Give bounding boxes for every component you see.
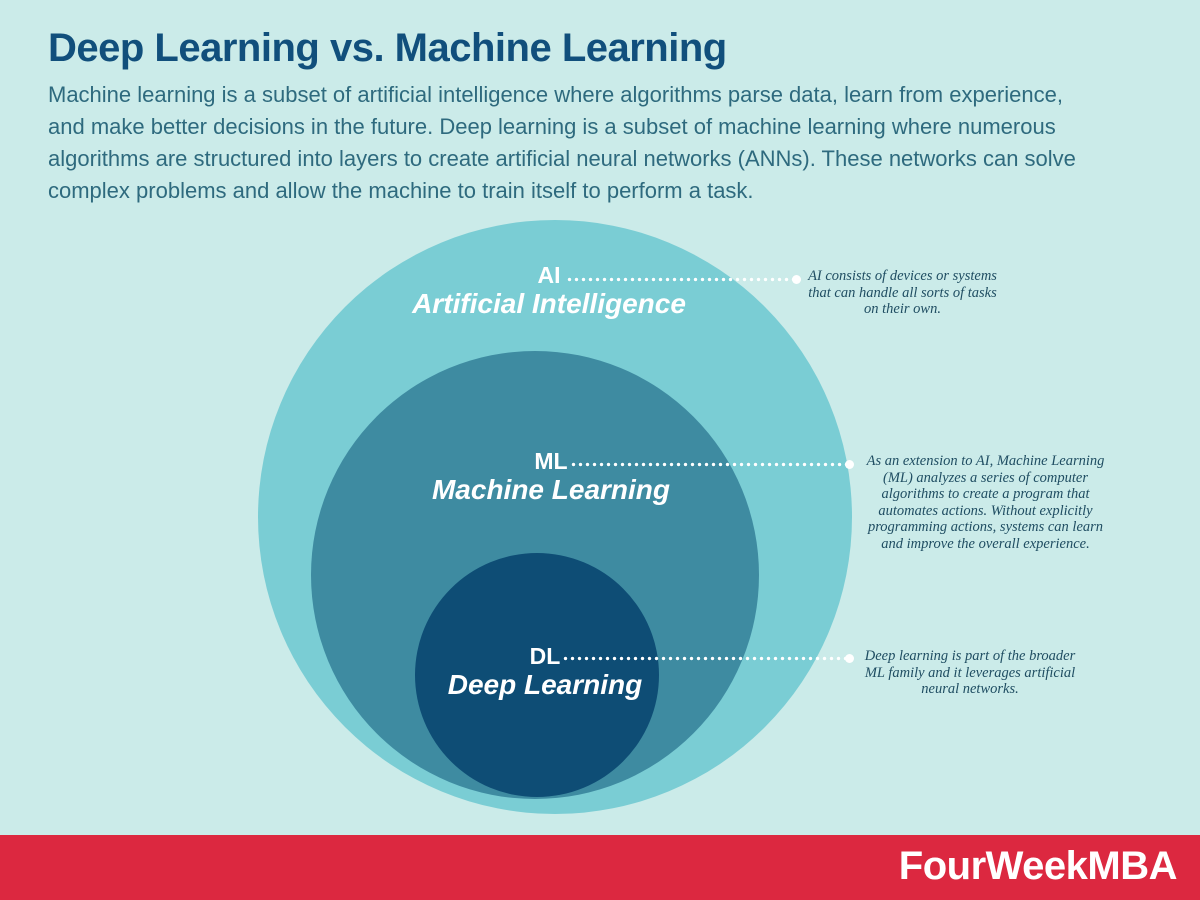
- ml-leader-dot: [845, 460, 854, 469]
- dl-circle: [415, 553, 659, 797]
- ai-label: AI Artificial Intelligence: [412, 262, 686, 320]
- ml-label: ML Machine Learning: [431, 448, 671, 506]
- ai-abbr-label: AI: [537, 262, 561, 288]
- ai-leader-line: [566, 277, 793, 282]
- page-title: Deep Learning vs. Machine Learning: [48, 26, 727, 70]
- dl-abbr-label: DL: [529, 643, 561, 669]
- ml-name-label: Machine Learning: [431, 474, 671, 505]
- dl-annotation: Deep learning is part of the broader ML …: [864, 648, 1076, 697]
- ml-abbr-label: ML: [534, 448, 568, 474]
- ml-annotation: As an extension to AI, Machine Learning …: [866, 453, 1105, 552]
- dl-leader-dot: [845, 654, 854, 663]
- dl-label: DL Deep Learning: [447, 643, 643, 701]
- footer-bar: FourWeekMBA: [0, 835, 1200, 900]
- dl-leader-line: [562, 656, 846, 661]
- ml-leader-line: [570, 462, 846, 467]
- brand-logo: FourWeekMBA: [898, 844, 1178, 888]
- page-description: Machine learning is a subset of artifici…: [48, 82, 1076, 203]
- ai-name-label: Artificial Intelligence: [412, 288, 686, 319]
- ai-annotation: AI consists of devices or systems that c…: [808, 268, 997, 317]
- ai-leader-dot: [792, 275, 801, 284]
- dl-name-label: Deep Learning: [447, 669, 643, 700]
